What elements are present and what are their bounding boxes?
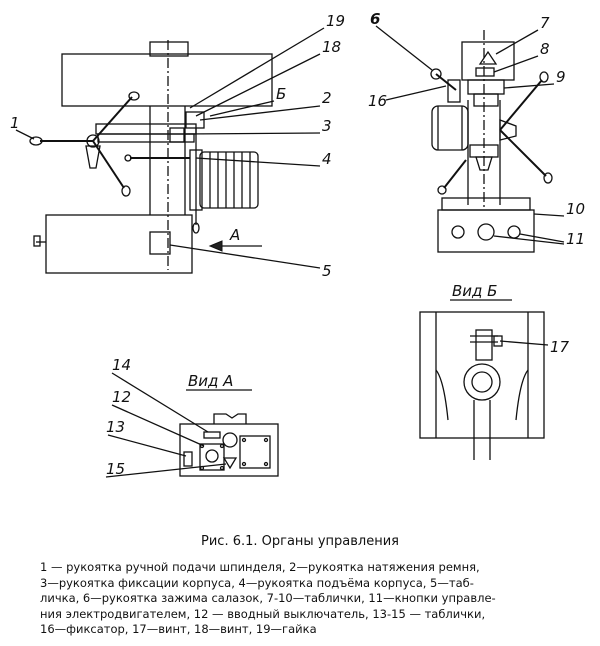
front-view <box>29 40 273 274</box>
legend-line: личка, 6—рукоятка зажима салазок, 7-10—т… <box>40 591 496 605</box>
label-b: Б <box>276 85 286 103</box>
side-view <box>430 30 553 253</box>
label-6: 6 <box>370 10 380 28</box>
view-a: Вид А <box>179 372 279 477</box>
view-b: Вид Б 17 <box>419 282 570 460</box>
label-18: 18 <box>322 38 341 56</box>
label-19: 19 <box>326 12 345 30</box>
label-14: 14 <box>112 356 131 374</box>
label-7: 7 <box>540 14 550 32</box>
view-b-title: Вид Б <box>452 282 497 300</box>
control-diagram: 1 19 18 Б 2 3 4 А 5 <box>10 10 585 478</box>
label-15: 15 <box>106 460 125 478</box>
label-17: 17 <box>550 338 570 356</box>
view-a-labels: 14 12 13 15 <box>105 356 227 478</box>
label-8: 8 <box>540 40 550 58</box>
legend-line: 16—фиксатор, 17—винт, 18—винт, 19—гайка <box>40 622 317 636</box>
label-9: 9 <box>556 68 566 86</box>
legend-line: 1 — рукоятка ручной подачи шпинделя, 2—р… <box>40 560 480 574</box>
label-3: 3 <box>322 117 332 135</box>
label-11: 11 <box>566 230 585 248</box>
figure-legend: 1 — рукоятка ручной подачи шпинделя, 2—р… <box>40 560 580 638</box>
label-1: 1 <box>10 114 20 132</box>
label-16: 16 <box>368 92 387 110</box>
label-12: 12 <box>112 388 131 406</box>
side-labels: 6 7 8 9 16 10 11 <box>368 10 585 248</box>
legend-line: 3—рукоятка фиксации корпуса, 4—рукоятка … <box>40 575 474 590</box>
label-5: 5 <box>322 262 332 280</box>
figure-caption: Рис. 6.1. Органы управления <box>201 534 399 549</box>
view-a-title: Вид А <box>188 372 233 390</box>
label-4: 4 <box>322 150 332 168</box>
label-10: 10 <box>566 200 585 218</box>
legend-line: ния электродвигателем, 12 — вводный выкл… <box>40 606 486 621</box>
label-a: А <box>229 226 240 244</box>
label-2: 2 <box>322 89 332 107</box>
label-13: 13 <box>106 418 125 436</box>
front-labels: 1 19 18 Б 2 3 4 А 5 <box>10 12 345 280</box>
